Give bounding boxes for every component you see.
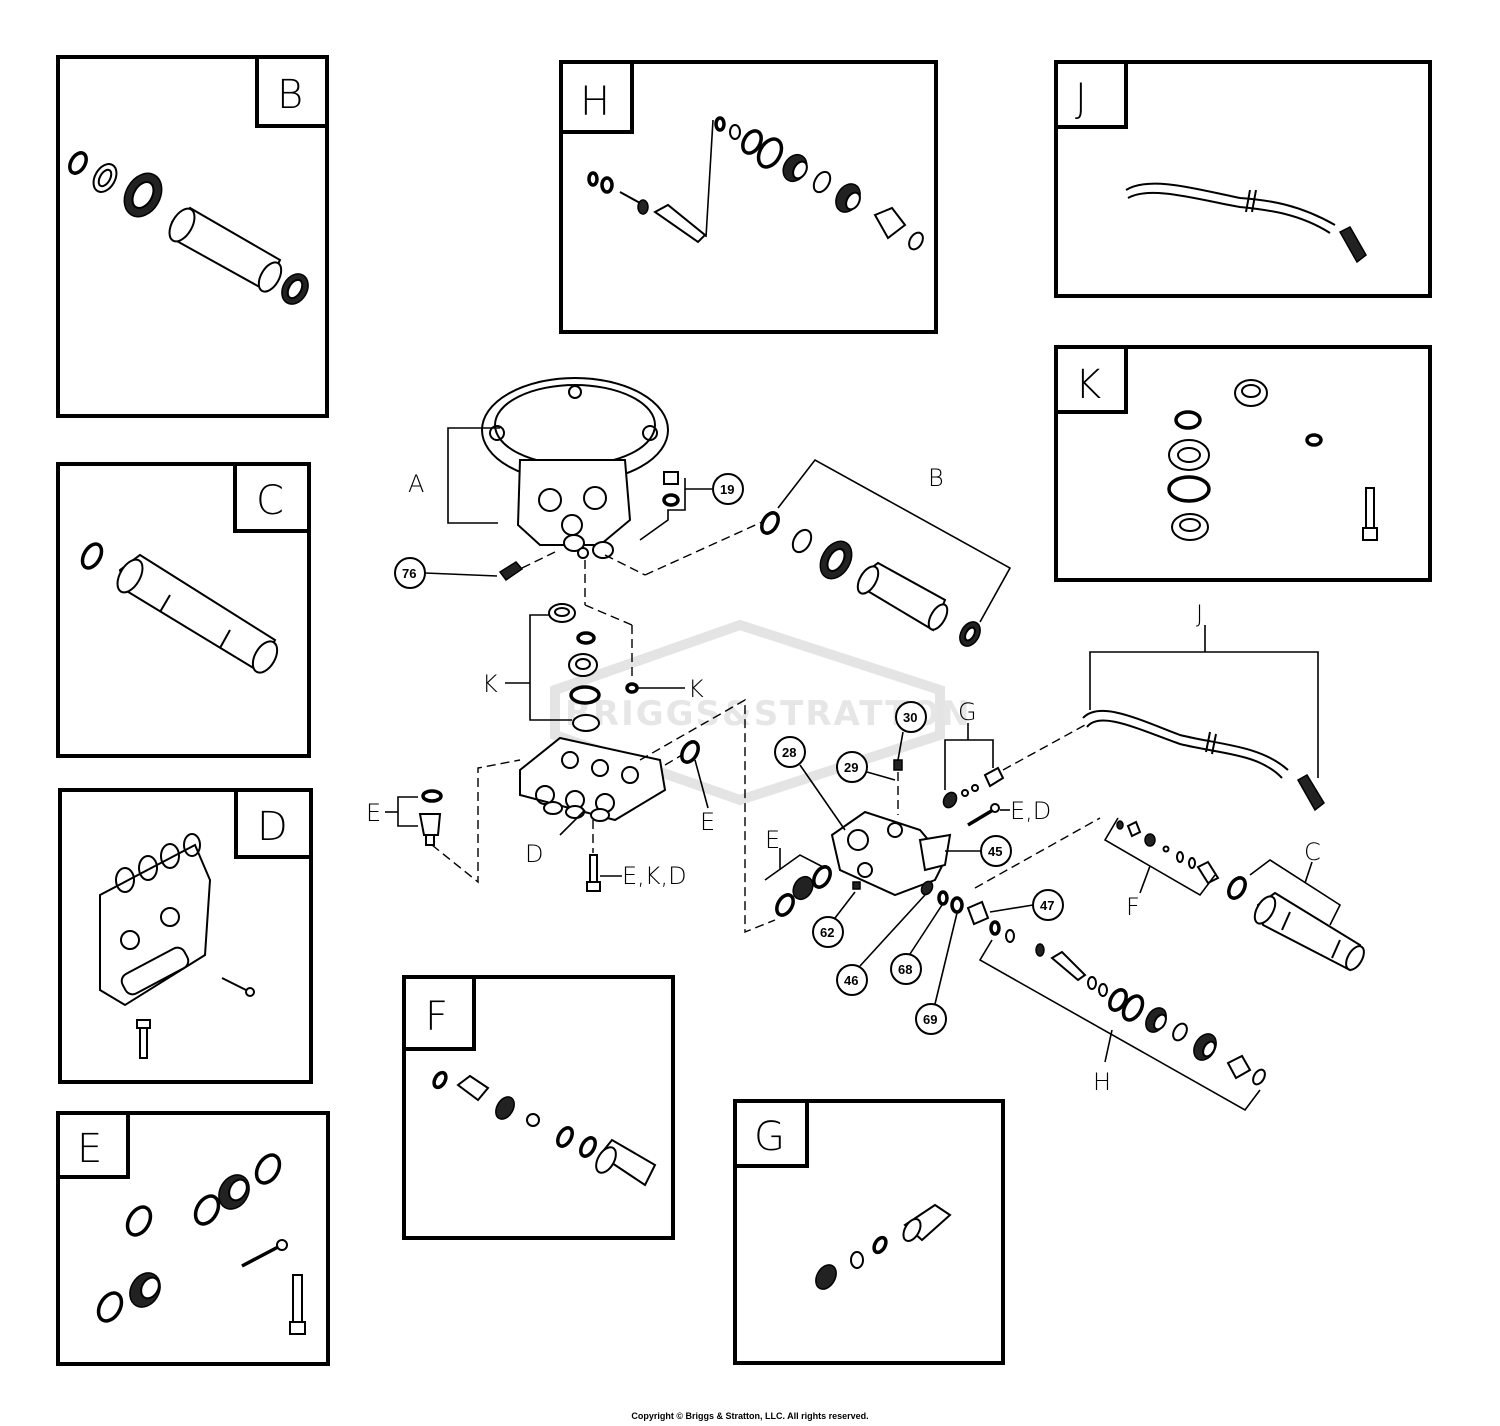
part-number-47-label: 47 xyxy=(1040,898,1054,913)
panel-e-letter: E xyxy=(77,1126,102,1172)
part-number-30 xyxy=(895,701,927,733)
panel-k: K xyxy=(1054,345,1432,582)
panel-j-parts xyxy=(1125,182,1367,264)
panel-k-parts xyxy=(1167,379,1378,541)
panel-f-letter: F xyxy=(425,994,448,1040)
callout-k-left: K xyxy=(482,670,498,698)
part-number-62-label: 62 xyxy=(820,925,834,940)
panel-c-letter: C xyxy=(256,478,284,524)
part-number-19 xyxy=(712,473,744,505)
callout-g: G xyxy=(958,698,977,726)
callout-e-left: E xyxy=(366,799,381,827)
copyright-text: Copyright © Briggs & Stratton, LLC. All … xyxy=(631,1411,869,1421)
panel-c: C xyxy=(56,462,311,758)
panel-e-parts xyxy=(96,1153,306,1335)
part-number-69-label: 69 xyxy=(923,1012,937,1027)
part-number-46-label: 46 xyxy=(844,973,858,988)
callout-a: A xyxy=(408,470,424,498)
panel-c-parts xyxy=(80,542,279,674)
panel-b-letter: B xyxy=(277,72,303,118)
leader-e-left xyxy=(397,796,418,827)
callout-f: F xyxy=(1126,893,1140,921)
part-number-30-label: 30 xyxy=(903,710,917,725)
leader-h xyxy=(978,939,1261,1112)
callout-ekd: E,K,D xyxy=(622,862,687,890)
callout-k-right: K xyxy=(688,675,704,703)
panel-e: E xyxy=(56,1111,330,1366)
leader-k-left xyxy=(529,614,572,721)
callout-d: D xyxy=(525,840,543,868)
part-number-28 xyxy=(774,736,806,768)
panel-d-parts xyxy=(99,833,255,1059)
callout-ed: E,D xyxy=(1010,797,1051,825)
part-number-68-label: 68 xyxy=(898,962,912,977)
part-number-69 xyxy=(915,1003,947,1035)
callout-b: B xyxy=(928,464,944,492)
part-number-46 xyxy=(836,964,868,996)
part-number-19-label: 19 xyxy=(720,482,734,497)
callout-c: C xyxy=(1304,838,1321,866)
panel-j: J xyxy=(1054,60,1432,298)
panel-g-parts xyxy=(815,1203,952,1290)
leader-f xyxy=(1103,817,1216,897)
part-number-68 xyxy=(890,953,922,985)
leader-a xyxy=(447,427,500,524)
panel-b-parts xyxy=(68,151,309,305)
panel-b: B xyxy=(56,55,329,418)
panel-h-letter: H xyxy=(580,79,610,125)
panel-k-letter: K xyxy=(1075,362,1101,408)
callout-j: J xyxy=(1196,600,1203,628)
manifold-d xyxy=(519,736,667,822)
part-number-29-label: 29 xyxy=(844,760,858,775)
panel-g-letter: G xyxy=(754,1114,785,1160)
panel-j-letter: J xyxy=(1075,76,1087,122)
part-number-45-label: 45 xyxy=(988,844,1002,859)
leader-e-valve xyxy=(764,854,826,881)
leader-b xyxy=(777,458,1012,623)
leader-g xyxy=(944,739,994,790)
part-number-62 xyxy=(812,916,844,948)
panel-d-letter: D xyxy=(257,804,288,850)
pump-housing xyxy=(481,377,680,559)
part-number-76-label: 76 xyxy=(402,566,416,581)
panel-h: H xyxy=(559,60,938,334)
panel-f: F xyxy=(402,975,675,1240)
part-number-28-label: 28 xyxy=(782,745,796,760)
panel-f-parts xyxy=(432,1070,657,1187)
main-assembly: A 19 76 B xyxy=(366,377,1365,1112)
panel-d: D xyxy=(58,788,313,1084)
panel-g: G xyxy=(733,1099,1005,1365)
callout-h: H xyxy=(1093,1068,1111,1096)
panel-h-parts xyxy=(587,116,924,251)
part-number-29 xyxy=(836,751,868,783)
leader-j xyxy=(1089,651,1319,778)
valve-body xyxy=(830,810,952,897)
callout-e-right: E xyxy=(700,808,715,836)
callout-e-valve: E xyxy=(765,826,780,854)
